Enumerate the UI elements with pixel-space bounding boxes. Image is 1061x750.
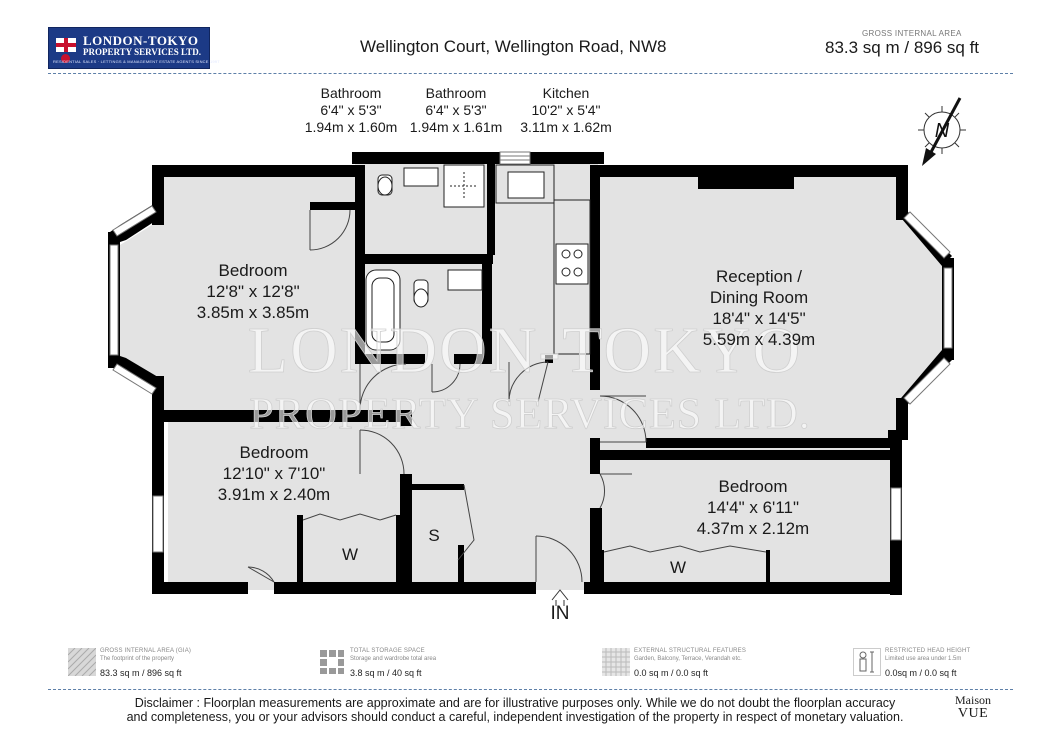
- room-name: Bedroom: [718, 477, 788, 496]
- room-name: Bathroom: [320, 85, 382, 101]
- room-metric: 3.85m x 3.85m: [196, 303, 310, 322]
- legend-heading: EXTERNAL STRUCTURAL FEATURES: [634, 648, 747, 654]
- north-compass-icon: N: [918, 97, 966, 166]
- room-imperial: 12'10" x 7'10": [222, 464, 326, 483]
- legend-heading: RESTRICTED HEAD HEIGHT: [885, 648, 971, 654]
- storage-swatch-icon: [318, 648, 346, 676]
- disclaimer-line2: and completeness, you or your advisors s…: [126, 710, 904, 724]
- footer-divider: [48, 689, 1013, 690]
- room-name: Bedroom: [218, 261, 288, 280]
- floor-plan: LONDON-TOKYO PROPERTY SERVICES LTD. W W …: [108, 97, 966, 624]
- legend-desc: Garden, Balcony, Terrace, Verandah etc.: [634, 656, 742, 662]
- disclaimer-line1: Disclaimer : Floorplan measurements are …: [134, 696, 896, 710]
- legend-value: 0.0 sq m / 0.0 sq ft: [634, 668, 709, 678]
- room-metric: 4.37m x 2.12m: [696, 519, 810, 538]
- room-imperial: 10'2" x 5'4": [531, 102, 601, 118]
- windows: [109, 151, 953, 553]
- legend-desc: The footprint of the property: [100, 656, 175, 662]
- room-name: Reception /: [715, 267, 802, 286]
- room-name: Bathroom: [425, 85, 487, 101]
- legend-heading: GROSS INTERNAL AREA (GIA): [100, 648, 192, 654]
- company-logo: LONDON-TOKYO PROPERTY SERVICES LTD. RESI…: [48, 27, 219, 69]
- legend-value: 83.3 sq m / 896 sq ft: [100, 668, 182, 678]
- room-label-bedroom-2: Bedroom 12'10" x 7'10" 3.91m x 2.40m: [218, 442, 330, 505]
- room-imperial: 18'4" x 14'5": [712, 309, 806, 328]
- sink-icon: [403, 167, 439, 187]
- room-imperial: 12'8" x 12'8": [206, 282, 300, 301]
- wardrobe-label-1: W: [342, 545, 358, 564]
- hob-icon: [555, 243, 589, 285]
- brand-mark: Maison VUE: [955, 693, 991, 721]
- room-metric: 1.94m x 1.61m: [409, 119, 503, 135]
- room-imperial: 14'4" x 6'11": [707, 498, 799, 517]
- brand-line1: Maison: [955, 693, 991, 707]
- sink-icon-2: [447, 269, 483, 291]
- gia-value: 83.3 sq m / 896 sq ft: [825, 38, 980, 57]
- watermark-line2: PROPERTY SERVICES LTD.: [249, 389, 810, 438]
- entrance-arrow-icon: [551, 589, 569, 606]
- disclaimer: Disclaimer : Floorplan measurements are …: [98, 696, 932, 724]
- legend-value: 0.0sq m / 0.0 sq ft: [885, 668, 957, 678]
- legend-heading: TOTAL STORAGE SPACE: [350, 648, 425, 654]
- legend-desc: Limited use area under 1.5m: [885, 656, 962, 662]
- legend-desc: Storage and wardrobe total area: [350, 656, 437, 662]
- gia-label: GROSS INTERNAL AREA: [862, 29, 962, 38]
- room-metric: 3.11m x 1.62m: [520, 119, 612, 135]
- room-label-bathroom-1: Bathroom 6'4" x 5'3" 1.94m x 1.60m: [305, 85, 398, 136]
- fixtures: [365, 164, 591, 355]
- union-flag-icon: [56, 38, 76, 52]
- logo-tagline: RESIDENTIAL SALES · LETTINGS & MANAGEMEN…: [53, 59, 220, 64]
- storage-label: S: [428, 526, 439, 545]
- external-swatch-icon: [602, 648, 630, 676]
- room-metric: 3.91m x 2.40m: [217, 485, 331, 504]
- room-metric: 5.59m x 4.39m: [702, 330, 816, 349]
- watermark-line1: LONDON-TOKYO: [248, 314, 802, 387]
- gia-swatch-icon: [68, 648, 96, 676]
- kitchen-sink-icon: [507, 171, 545, 199]
- plan-labels: W W S IN: [342, 526, 686, 624]
- room-name: Bedroom: [239, 443, 309, 462]
- logo-line1: LONDON-TOKYO: [83, 33, 199, 48]
- logo-line2: PROPERTY SERVICES LTD.: [83, 47, 201, 57]
- room-label-bedroom-3: Bedroom 14'4" x 6'11" 4.37m x 2.12m: [697, 476, 809, 539]
- header-divider: [48, 73, 1013, 74]
- room-label-bedroom-1: Bedroom 12'8" x 12'8" 3.85m x 3.85m: [197, 260, 309, 323]
- room-label-bathroom-2: Bathroom 6'4" x 5'3" 1.94m x 1.61m: [410, 85, 503, 136]
- room-metric: 1.94m x 1.60m: [304, 119, 398, 135]
- watermark: LONDON-TOKYO PROPERTY SERVICES LTD.: [247, 314, 810, 439]
- floor-area: [120, 161, 942, 590]
- room-imperial: 6'4" x 5'3": [320, 102, 382, 118]
- door-swings: [247, 209, 767, 583]
- legend-value: 3.8 sq m / 40 sq ft: [350, 668, 422, 678]
- room-label-reception: Reception / Dining Room 18'4" x 14'5" 5.…: [703, 266, 815, 350]
- room-imperial: 6'4" x 5'3": [425, 102, 487, 118]
- brand-line2: VUE: [957, 706, 989, 721]
- room-name-2: Dining Room: [709, 288, 809, 307]
- north-label: N: [935, 120, 950, 142]
- rising-sun-icon: [61, 54, 70, 63]
- property-address: Wellington Court, Wellington Road, NW8: [360, 37, 667, 56]
- person-icon: [853, 648, 881, 676]
- wardrobe-label-2: W: [670, 558, 686, 577]
- room-label-kitchen: Kitchen 10'2" x 5'4" 3.11m x 1.62m: [520, 85, 612, 136]
- entrance-label: IN: [551, 603, 570, 624]
- room-name: Kitchen: [542, 85, 590, 101]
